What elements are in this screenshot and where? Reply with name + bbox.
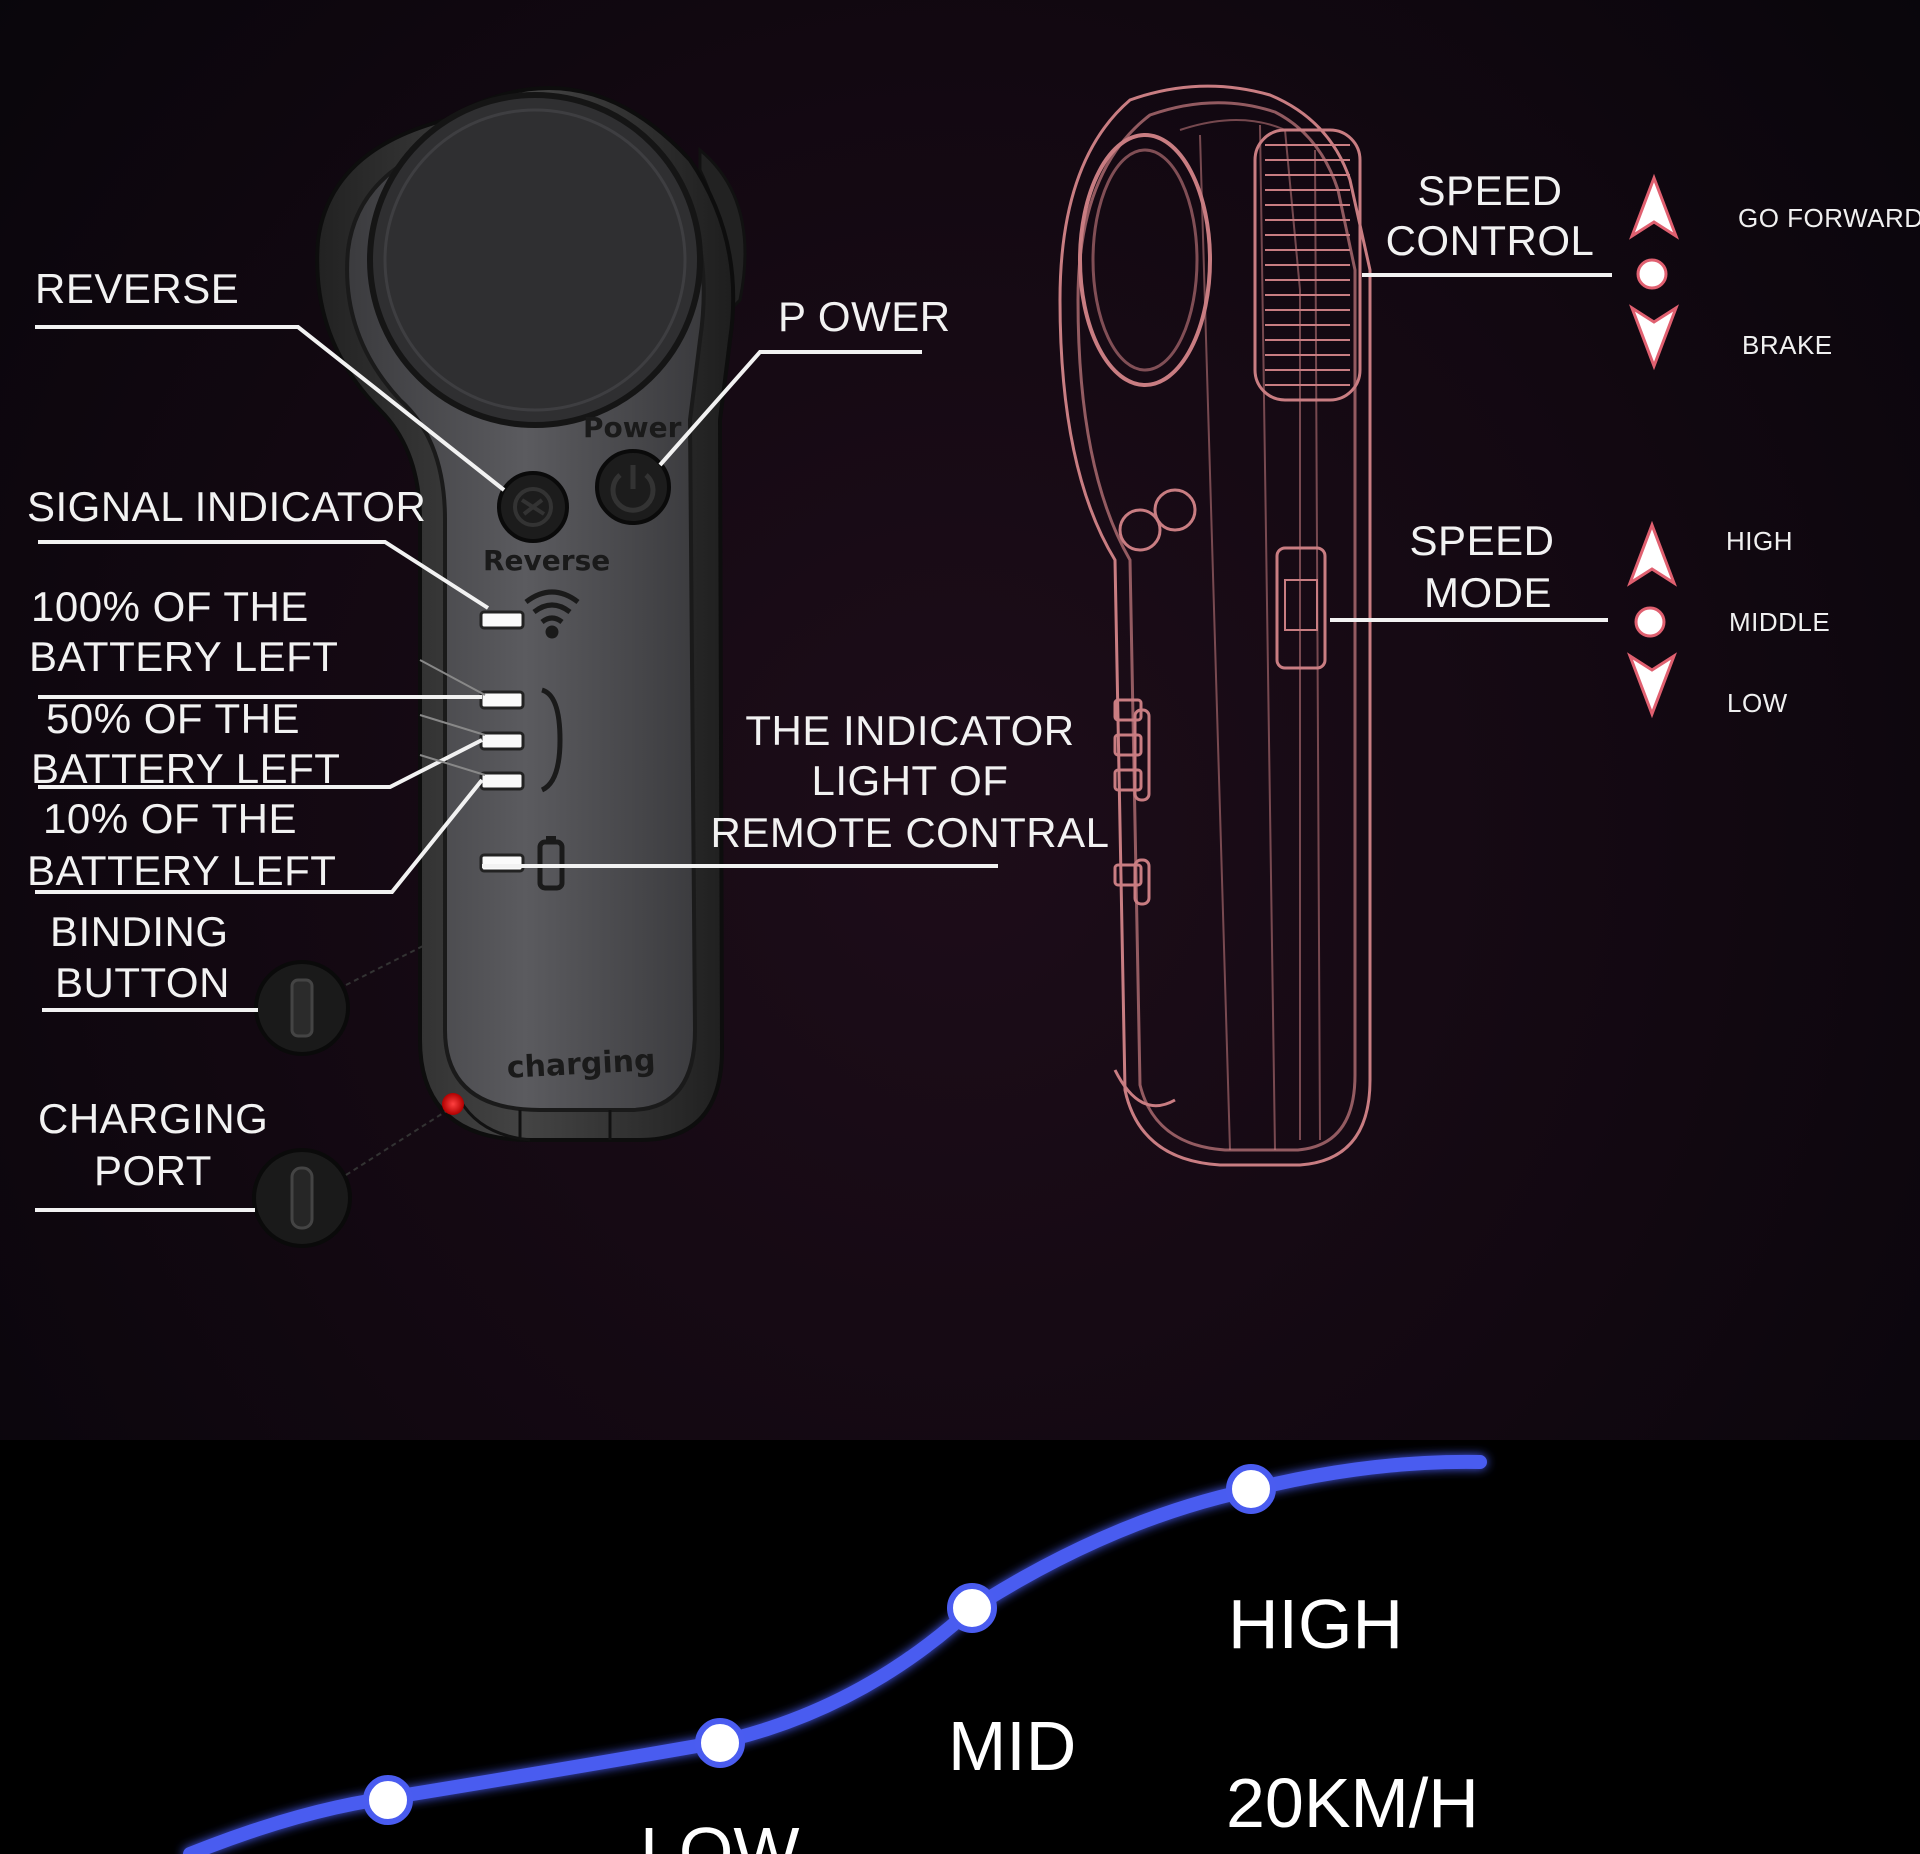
label-binding-2: BUTTON	[55, 959, 230, 1006]
joystick-pad	[367, 92, 703, 428]
speed-wheel[interactable]	[1253, 128, 1362, 402]
label-mode-middle: MIDDLE	[1729, 607, 1831, 637]
speed-curve-section	[0, 1440, 1920, 1854]
battery-led-50	[479, 731, 525, 751]
battery-led-100	[479, 690, 525, 710]
label-indicator-3: REMOTE CONTRAL	[710, 809, 1110, 856]
label-mode-high: HIGH	[1726, 526, 1793, 556]
callout-battery-50	[38, 738, 483, 789]
power-icon	[610, 465, 656, 513]
curve-label-high: HIGH	[1228, 1585, 1403, 1663]
label-go-forward: GO FORWARD	[1738, 203, 1920, 233]
device-reverse-text: Reverse	[483, 544, 610, 577]
label-speed-mode-1: SPEED	[1409, 517, 1555, 564]
reverse-icon	[513, 487, 553, 527]
dot-icon	[1636, 258, 1668, 290]
label-battery-10-line2: BATTERY LEFT	[27, 847, 337, 894]
label-reverse: REVERSE	[35, 265, 240, 312]
arrow-up-icon	[1626, 520, 1678, 587]
label-signal-indicator: SIGNAL INDICATOR	[27, 483, 427, 530]
wifi-icon	[524, 589, 580, 639]
curve-label-mid: MID	[948, 1707, 1077, 1785]
curve-label-low: LOW	[640, 1813, 800, 1854]
label-indicator-1: THE INDICATOR	[745, 707, 1075, 754]
callout-battery-10	[35, 778, 484, 894]
arrow-down-icon	[1626, 652, 1678, 719]
device-charging-text: charging	[506, 1043, 656, 1086]
label-brake: BRAKE	[1742, 330, 1833, 360]
remote-status-led	[479, 853, 525, 873]
label-battery-100-line1: 100% OF THE	[31, 583, 309, 630]
callout-power	[658, 350, 922, 467]
remote-side-wireframe	[1058, 84, 1372, 1167]
label-battery-10b: BATTERY LEFT	[27, 846, 336, 896]
battery-led-10	[479, 771, 525, 791]
device-power-text: Power	[583, 411, 682, 444]
label-battery-100b: BATTERY LEFT	[29, 632, 338, 682]
callout-signal	[38, 540, 490, 610]
curve-node-1	[363, 1775, 413, 1825]
curve-label-speed: 20KM/H	[1226, 1764, 1479, 1842]
charging-port-red-dot	[442, 1093, 464, 1115]
speed-curve	[183, 1454, 1487, 1854]
speed-curve-nodes	[363, 1464, 1276, 1825]
label-mode-low: LOW	[1727, 688, 1788, 718]
arrow-up-icon	[1628, 173, 1680, 240]
label-power: P OWER	[778, 293, 951, 340]
label-battery-50-line2: BATTERY LEFT	[31, 745, 341, 792]
label-charging-2: PORT	[94, 1147, 212, 1194]
battery-bracket	[540, 687, 563, 793]
label-indicator-2: LIGHT OF	[811, 757, 1009, 804]
device-illustration: Power Reverse	[35, 84, 1680, 1248]
label-battery-50-line1: 50% OF THE	[46, 695, 300, 742]
label-charging-1: CHARGING	[38, 1095, 269, 1142]
label-battery-100-line2: BATTERY LEFT	[29, 633, 339, 680]
curve-node-2	[695, 1718, 745, 1768]
curve-node-3	[947, 1583, 997, 1633]
label-speed-control-2: CONTROL	[1385, 217, 1595, 264]
label-battery-50: 50% OF THE	[46, 694, 300, 744]
label-speed-mode-2: MODE	[1424, 569, 1552, 616]
label-battery-50b: BATTERY LEFT	[31, 744, 340, 794]
label-battery-10: 10% OF THE	[43, 794, 297, 844]
speed-mode-switch[interactable]	[1275, 546, 1327, 670]
curve-node-4	[1226, 1464, 1276, 1514]
remote-front: Power Reverse	[252, 86, 747, 1248]
speed-control-arrows	[1628, 173, 1680, 371]
callout-lines	[35, 273, 1612, 1212]
label-speed-control-1: SPEED	[1417, 167, 1563, 214]
arrow-down-icon	[1628, 304, 1680, 371]
dot-icon	[1634, 606, 1666, 638]
label-battery-10-line1: 10% OF THE	[43, 795, 297, 842]
speed-mode-arrows	[1626, 520, 1678, 719]
label-binding-1: BINDING	[50, 908, 229, 955]
callout-reverse	[35, 325, 506, 492]
label-battery-100: 100% OF THE	[31, 582, 309, 632]
signal-led	[479, 610, 525, 630]
